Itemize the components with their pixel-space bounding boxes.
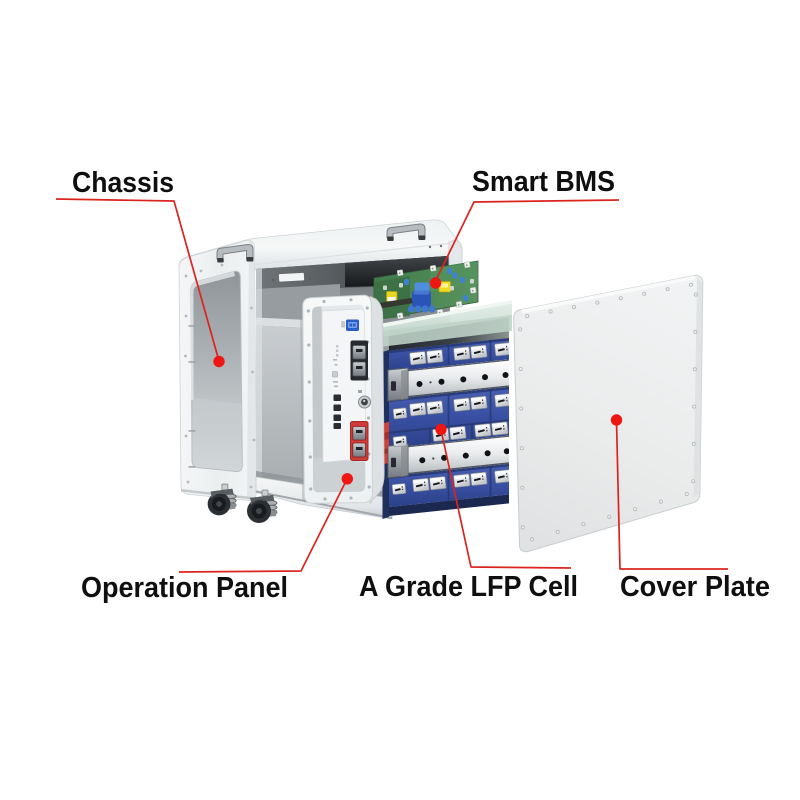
- svg-text:Chassis: Chassis: [72, 167, 174, 199]
- svg-text:Operation Panel: Operation Panel: [81, 572, 288, 604]
- svg-text:Cover Plate: Cover Plate: [620, 571, 770, 603]
- svg-text:A Grade LFP Cell: A Grade LFP Cell: [359, 571, 578, 603]
- svg-text:Smart BMS: Smart BMS: [472, 166, 615, 198]
